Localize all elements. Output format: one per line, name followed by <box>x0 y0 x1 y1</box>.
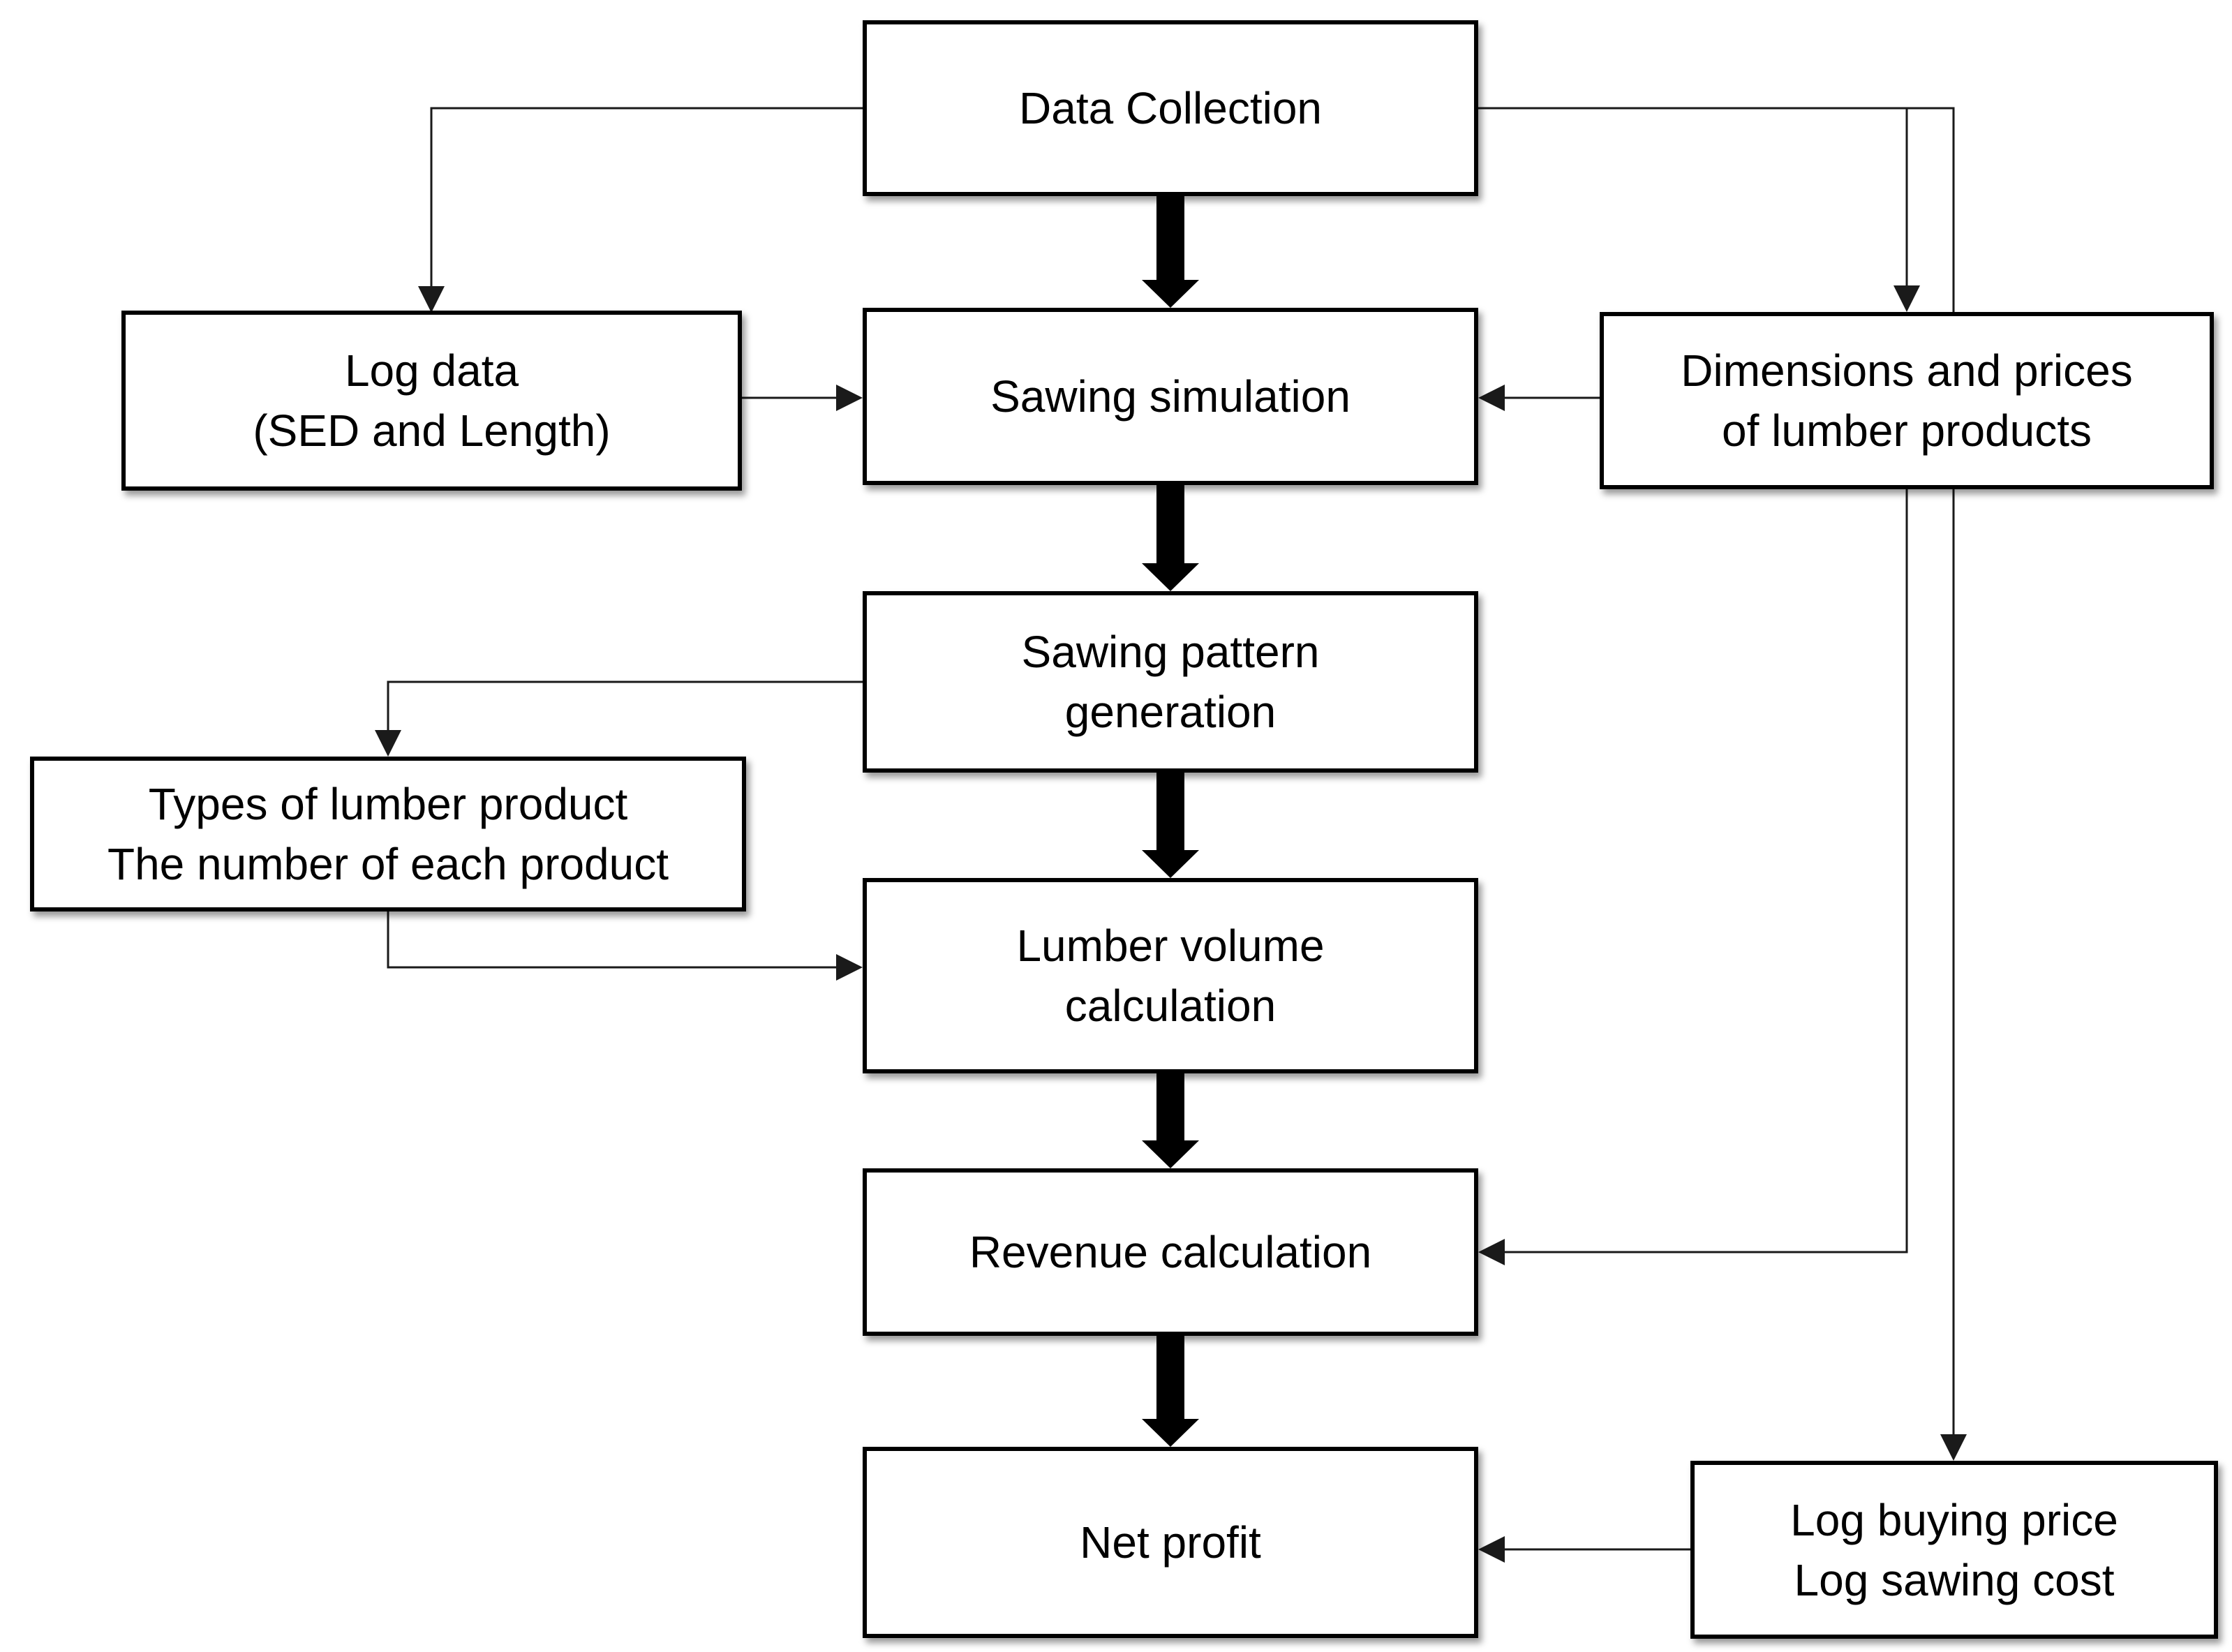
node-sawing-pattern-generation: Sawing pattern generation <box>863 591 1478 773</box>
node-lumber-volume-calculation-label: Lumber volume calculation <box>1016 921 1325 1031</box>
edge-log-data-to-sawing-simulation <box>742 385 863 411</box>
edge-data-collection-to-log-buying <box>1478 107 1967 1461</box>
node-types-of-lumber-product: Types of lumber product The number of ea… <box>30 757 746 911</box>
edge-log-buying-to-net-profit <box>1478 1536 1690 1563</box>
node-log-buying-price-label: Log buying price Log sawing cost <box>1790 1494 2118 1605</box>
thick-arrow-sawing-pattern-to-lumber-volume <box>1142 773 1199 878</box>
node-types-of-lumber-product-label: Types of lumber product The number of ea… <box>107 779 669 889</box>
node-revenue-calculation: Revenue calculation <box>863 1168 1478 1336</box>
node-data-collection-label: Data Collection <box>1019 83 1322 133</box>
thick-arrow-lumber-volume-to-revenue <box>1142 1073 1199 1168</box>
node-dimensions-prices: Dimensions and prices of lumber products <box>1600 312 2214 489</box>
node-revenue-calculation-label: Revenue calculation <box>969 1227 1372 1277</box>
thick-arrow-data-collection-to-sawing-simulation <box>1142 196 1199 308</box>
node-dimensions-prices-label: Dimensions and prices of lumber products <box>1681 345 2133 456</box>
node-sawing-simulation: Sawing simulation <box>863 308 1478 485</box>
node-net-profit-label: Net profit <box>1080 1517 1261 1568</box>
thick-arrow-sawing-simulation-to-sawing-pattern <box>1142 485 1199 591</box>
node-net-profit: Net profit <box>863 1447 1478 1638</box>
edge-types-lumber-to-lumber-volume <box>387 911 863 981</box>
node-log-data: Log data (SED and Length) <box>121 311 742 491</box>
edge-data-collection-to-log-data <box>418 107 863 313</box>
edge-sawing-pattern-to-types-lumber <box>375 680 863 757</box>
edge-data-collection-to-dimensions-prices <box>1478 107 1920 312</box>
node-lumber-volume-calculation: Lumber volume calculation <box>863 878 1478 1073</box>
edge-dimensions-prices-to-revenue <box>1478 489 1908 1265</box>
node-sawing-pattern-generation-label: Sawing pattern generation <box>1021 627 1320 737</box>
node-data-collection: Data Collection <box>863 20 1478 196</box>
node-log-buying-price: Log buying price Log sawing cost <box>1690 1461 2218 1639</box>
thick-arrow-revenue-to-net-profit <box>1142 1336 1199 1447</box>
node-log-data-label: Log data (SED and Length) <box>253 345 611 456</box>
edge-dimensions-prices-to-sawing-simulation <box>1478 385 1600 411</box>
node-sawing-simulation-label: Sawing simulation <box>990 371 1351 422</box>
